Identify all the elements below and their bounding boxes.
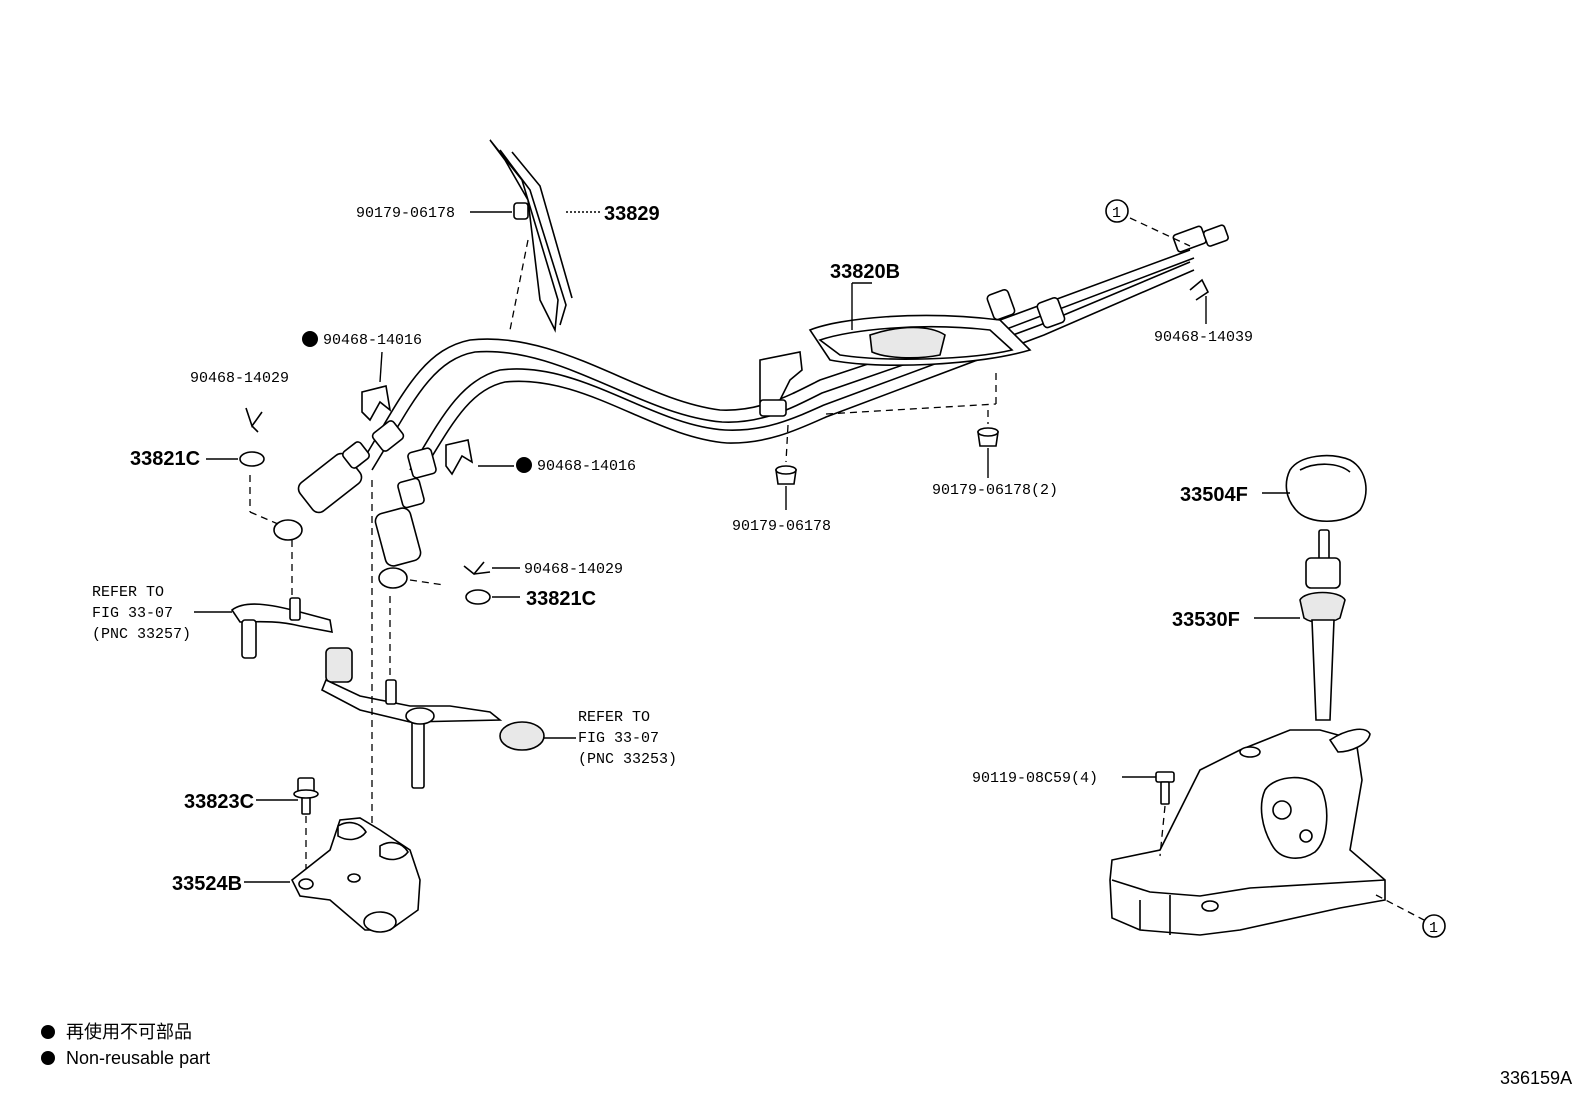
label-90468-14016-a: 90468-14016 <box>323 332 422 349</box>
label-33530F: 33530F <box>1172 609 1240 631</box>
cable-end-right <box>374 447 437 589</box>
label-90468-14039: 90468-14039 <box>1154 329 1253 346</box>
ref-left-line3: (PNC 33257) <box>92 626 191 643</box>
select-lever-link-33253 <box>320 647 545 789</box>
cable-bracket-33829 <box>489 139 573 333</box>
shift-cable-assembly-33820B <box>359 224 1229 477</box>
bolt-90119-08C59 <box>1155 771 1175 805</box>
callout-1-top: 1 <box>1105 199 1129 223</box>
cable-end-left <box>273 420 405 541</box>
clip-90468-14016-a <box>361 385 392 422</box>
callout-1-bottom-number: 1 <box>1429 920 1438 937</box>
label-90468-14016-b: 90468-14016 <box>537 458 636 475</box>
label-90119-08C59: 90119-08C59(4) <box>972 770 1098 787</box>
label-90468-14029-b: 90468-14029 <box>524 561 623 578</box>
label-90179-06178-mid: 90179-06178 <box>732 518 831 535</box>
shift-lever-boot-33530F <box>1299 529 1346 721</box>
callout-1-top-number: 1 <box>1112 205 1121 222</box>
label-33829: 33829 <box>604 203 660 225</box>
legend-en: Non-reusable part <box>66 1048 210 1068</box>
bolt-33823C <box>293 777 319 815</box>
ref-left-line2: FIG 33-07 <box>92 605 173 622</box>
cable-bracket-33524B <box>290 817 421 933</box>
shift-knob-33504F <box>1285 454 1367 522</box>
washer-33821C-b <box>465 589 491 605</box>
clip-90468-14029-a <box>245 407 263 433</box>
legend-jp: 再使用不可部品 <box>66 1022 192 1042</box>
grommet-90179-06178-mid <box>775 465 797 485</box>
legend-dot-en <box>41 1051 55 1065</box>
washer-33821C-a <box>239 451 265 467</box>
label-33504F: 33504F <box>1180 484 1248 506</box>
label-90179-06178-top: 90179-06178 <box>356 205 455 222</box>
grommet-90179-06178-2 <box>977 427 999 447</box>
label-90468-14029-a: 90468-14029 <box>190 370 289 387</box>
shift-lever-link-33257 <box>230 597 333 659</box>
label-33524B: 33524B <box>172 873 242 895</box>
callout-1-bottom: 1 <box>1422 914 1446 938</box>
clip-90468-14029-b <box>463 561 491 576</box>
ref-left-line1: REFER TO <box>92 584 164 601</box>
non-reusable-dot-a <box>302 331 318 347</box>
figure-id: 336159A <box>1500 1068 1572 1088</box>
label-33821C-a: 33821C <box>130 448 200 470</box>
clip-90468-14016-b <box>445 439 474 476</box>
shift-lever-housing <box>1109 728 1386 936</box>
label-33823C: 33823C <box>184 791 254 813</box>
label-33821C-b: 33821C <box>526 588 596 610</box>
ref-center-line2: FIG 33-07 <box>578 730 659 747</box>
label-33820B: 33820B <box>830 261 900 283</box>
legend-dot-jp <box>41 1025 55 1039</box>
ref-center-line1: REFER TO <box>578 709 650 726</box>
label-90179-06178-2: 90179-06178(2) <box>932 482 1058 499</box>
ref-center-line3: (PNC 33253) <box>578 751 677 768</box>
clip-90468-14039 <box>1189 278 1210 301</box>
non-reusable-dot-b <box>516 457 532 473</box>
